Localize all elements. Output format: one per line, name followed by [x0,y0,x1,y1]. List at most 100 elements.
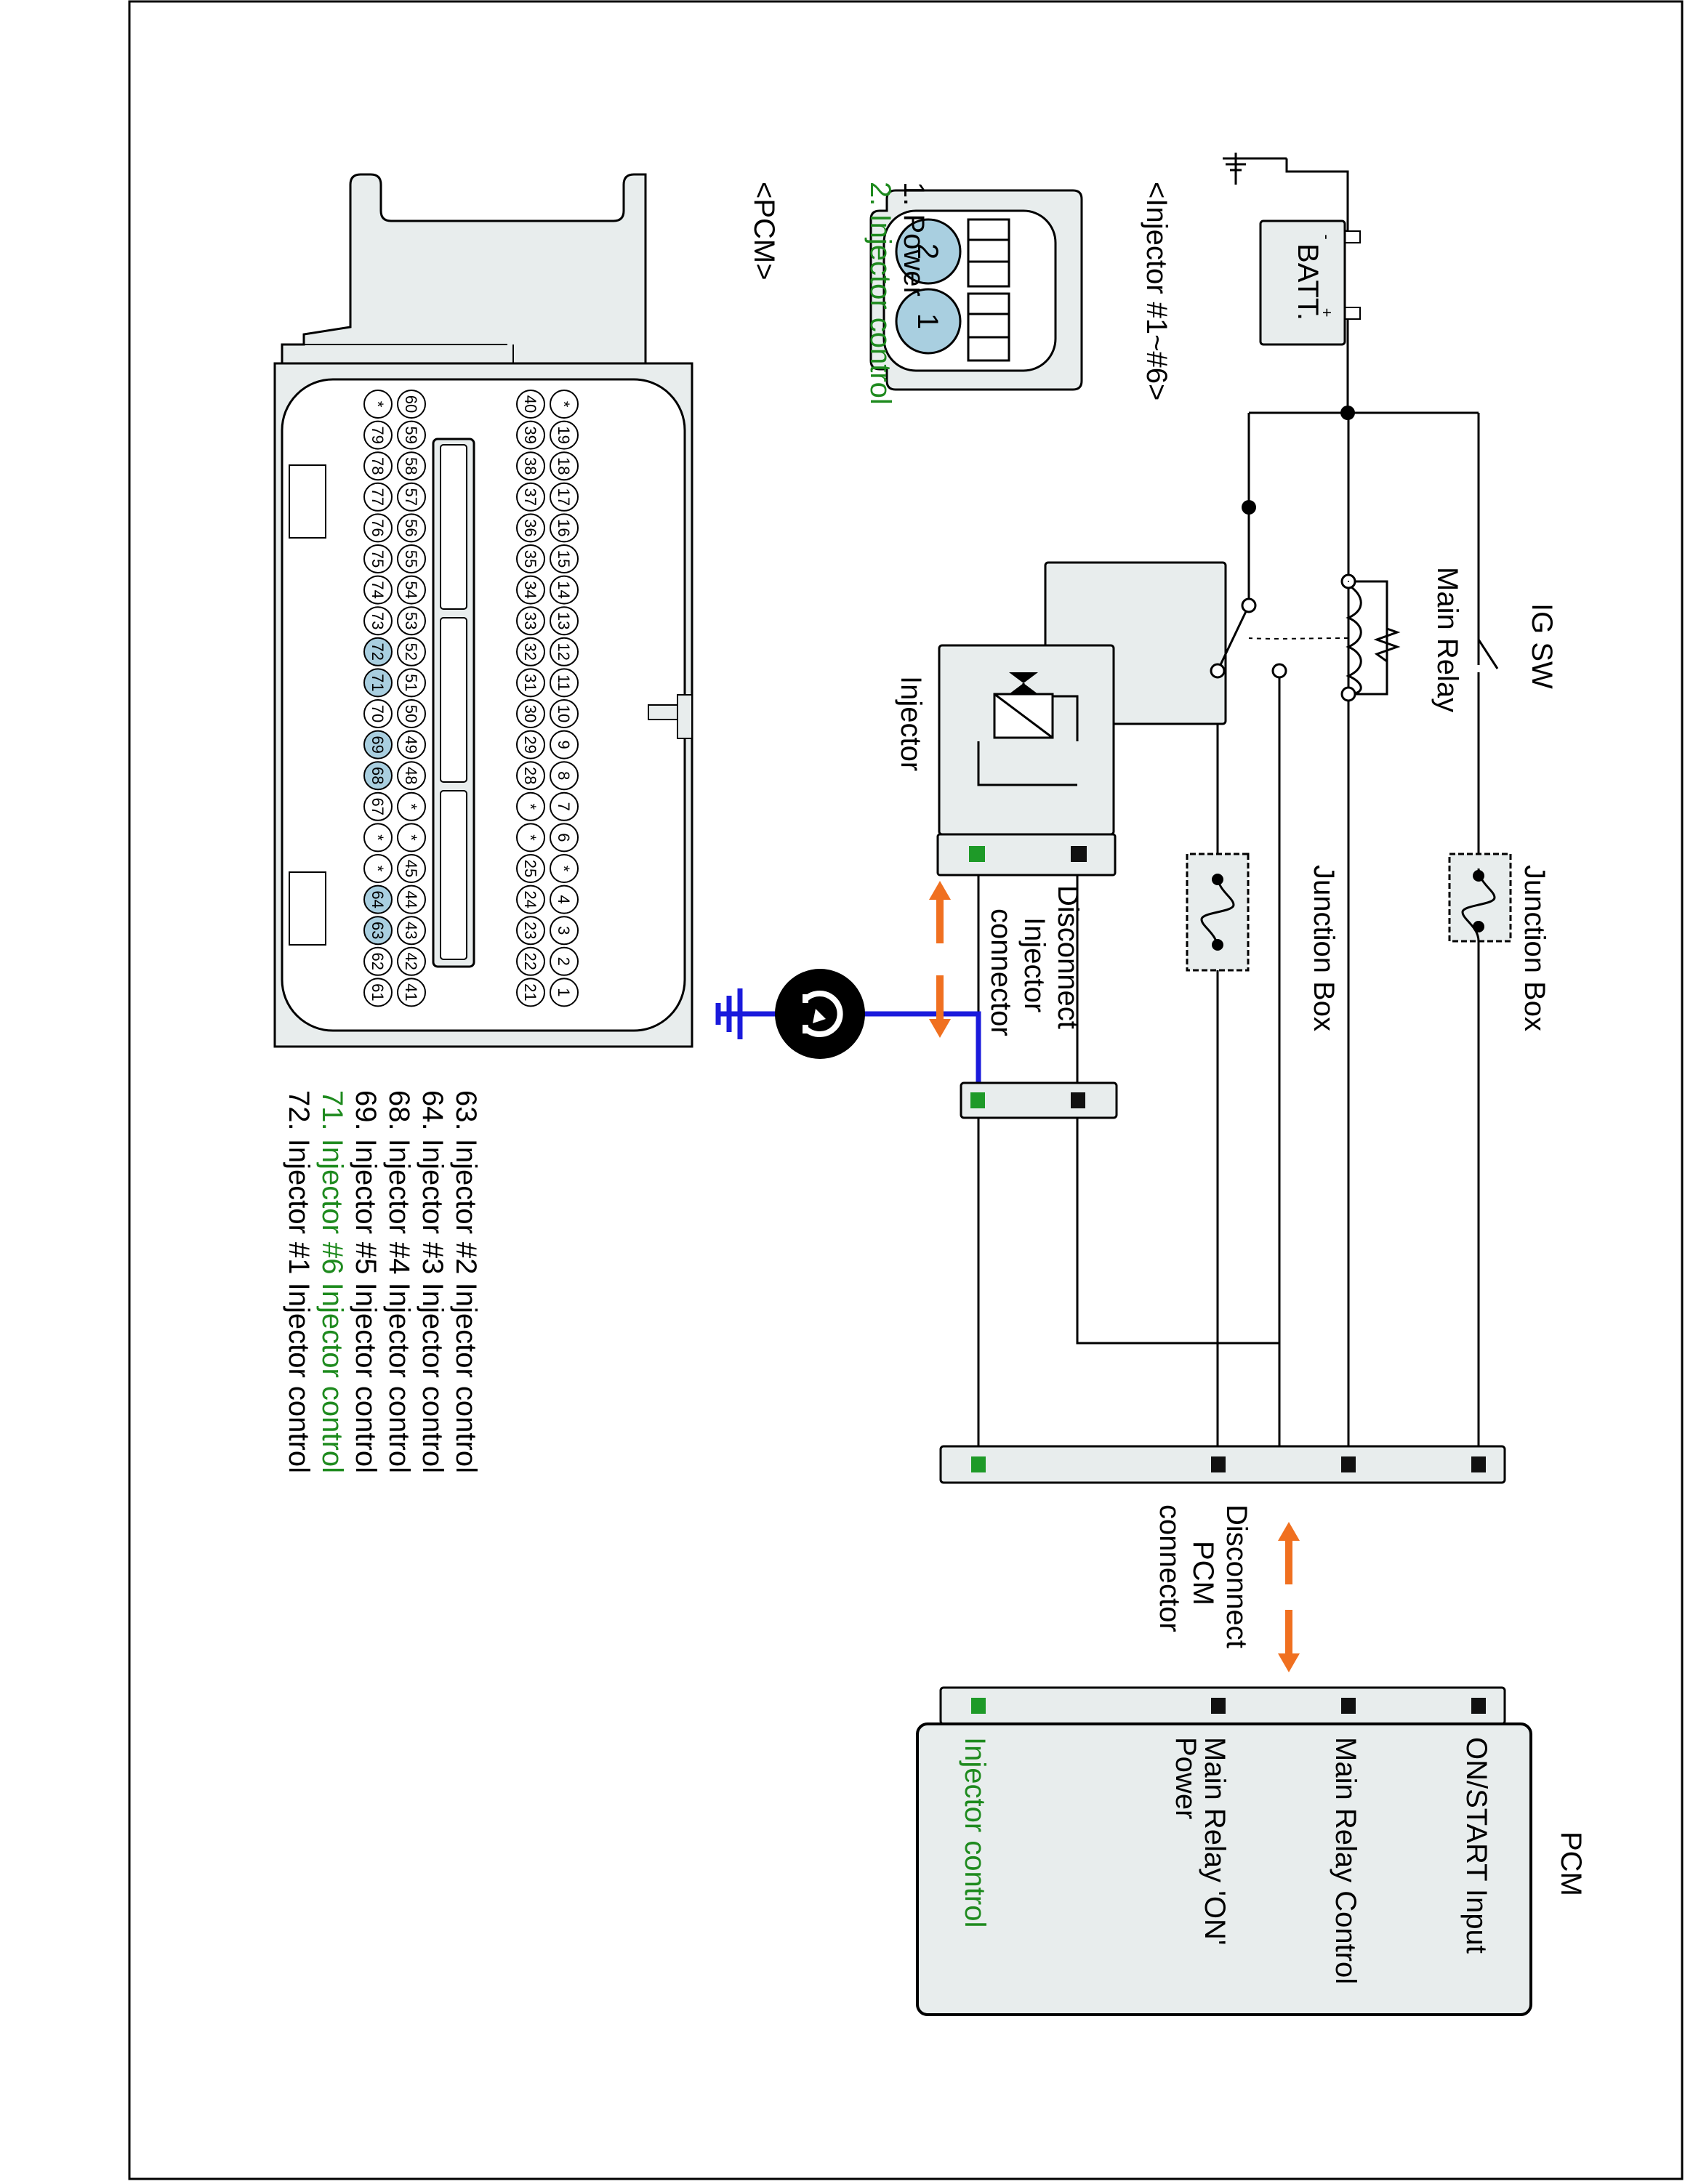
pcm-pin-3 [550,916,579,946]
pcm-pin-43 [397,916,426,946]
injector-legend-control: 2. Injector control [864,182,896,405]
pcm-pin-number: 71 [369,674,387,691]
pcm-pin-15 [550,544,579,573]
pcm-pin-number: 4 [555,895,573,903]
pcm-pin-13 [550,606,579,636]
pcm-input-on-start: ON/START Input [1460,1737,1492,1954]
disconnect-arrows [929,881,1300,1672]
pcm-pin-number: 7 [555,802,573,811]
pcm-pin-number: 40 [521,395,539,413]
pcm-pin-63 [363,916,393,946]
pcm-pin-51 [397,668,426,698]
pcm-pin-48 [397,761,426,791]
pcm-pin-8 [550,761,579,791]
pcm-pin-number: 77 [369,488,387,506]
pcm-pin-number: 73 [369,612,387,629]
injector-harness-connector [960,1081,1118,1119]
ig-sw-label: IG SW [1526,603,1558,689]
pcm-pin-79 [363,420,393,450]
pcm-pin-number: 48 [402,767,420,784]
pcm-pin-9 [550,730,579,759]
pcm-pin-number: 54 [402,581,420,598]
pcm-pin-23 [516,916,545,946]
pcm-pin-number: * [369,401,387,408]
pcm-pin-number: 78 [369,457,387,475]
pcm-pin-number: * [521,834,539,841]
pcm-pin-number: 2 [555,957,573,966]
pcm-pin-number: * [402,834,420,841]
pcm-pin-57 [397,482,426,512]
junction-box-1 [1448,853,1512,943]
injector-pin-1-number: 1 [912,313,944,329]
pcm-pin-78 [363,451,393,481]
pcm-pin-number: 56 [402,519,420,536]
pcm-pin-number: * [521,804,539,810]
pcm-pin-number: 22 [521,953,539,970]
pcm-input-main-relay-on: Main Relay 'ON' [1199,1737,1231,1945]
pcm-pin-55 [397,544,426,573]
injector-pin-2 [895,218,962,285]
rotated-content: *191817161514131211109876*43214039383736… [273,153,1587,2016]
injector-connector-title: <Injector #1~#6> [1141,182,1173,400]
pcm-pin-52 [397,637,426,666]
pcm-pin-number: 23 [521,922,539,939]
pcm-pin-list-64: 64. Injector #3 Injector control [417,1090,449,1473]
pcm-pin-54 [397,575,426,605]
pcm-pin-number: 53 [402,612,420,629]
ground-icon [715,988,775,1039]
pcm-pin-number: 3 [555,926,573,935]
pcm-pin-number: 9 [555,740,573,749]
battery [1259,219,1361,346]
pcm-pin-number: 41 [402,983,420,1001]
pcm-title: PCM [1555,1832,1587,1896]
pcm-pin-blank [550,390,579,419]
pcm-pin-number: 29 [521,736,539,753]
pcm-pin-39 [516,420,545,450]
pcm-pin-number: * [369,866,387,872]
pcm-pin-17 [550,482,579,512]
pcm-pin-number: 12 [555,643,573,661]
pcm-pin-number: 44 [402,890,420,908]
pcm-pin-number: 63 [369,922,387,939]
pcm-pin-number: 34 [521,581,539,598]
pcm-pin-29 [516,730,545,759]
pcm-pin-10 [550,699,579,728]
pcm-pin-number: 15 [555,550,573,568]
pcm-pin-number: 67 [369,798,387,815]
pcm-pin-25 [516,854,545,883]
pcm-pin-number: 32 [521,643,539,661]
pcm-pin-42 [397,946,426,976]
pcm-pin-1 [550,978,579,1007]
pcm-pin-7 [550,791,579,821]
pcm-pin-number: 30 [521,705,539,722]
pcm-pin-blank [550,854,579,883]
injector-pin-1 [895,288,962,355]
pcm-pin-number: 57 [402,488,420,506]
pcm-pin-number: 21 [521,983,539,1001]
pcm-pin-number: 31 [521,674,539,691]
pcm-pin-number: 35 [521,550,539,568]
pcm-pin-number: * [402,804,420,810]
pcm-pin-number: 6 [555,833,573,842]
pcm-pin-number: 33 [521,612,539,629]
injector-connector-face [869,189,1083,391]
pcm-pin-30 [516,699,545,728]
pcm-pin-77 [363,482,393,512]
pcm-pin-number: 74 [369,581,387,598]
pcm-pin-number: 64 [369,890,387,908]
pcm-pin-21 [516,978,545,1007]
pcm-pin-44 [397,885,426,914]
junction-box-2-label: Junction Box [1308,865,1340,1031]
pcm-pin-number: 14 [555,581,573,598]
pcm-pin-number: 43 [402,922,420,939]
junction-box-1-label: Junction Box [1519,865,1551,1031]
batt-plus-label: + [1318,308,1336,318]
pcm-pin-73 [363,606,393,636]
pcm-pin-6 [550,823,579,853]
pcm-pin-blank [516,823,545,853]
pcm-pin-number: 1 [555,988,573,996]
pcm-pin-49 [397,730,426,759]
pcm-pin-blank [363,854,393,883]
pcm-connector-face: *191817161514131211109876*43214039383736… [273,173,693,1048]
